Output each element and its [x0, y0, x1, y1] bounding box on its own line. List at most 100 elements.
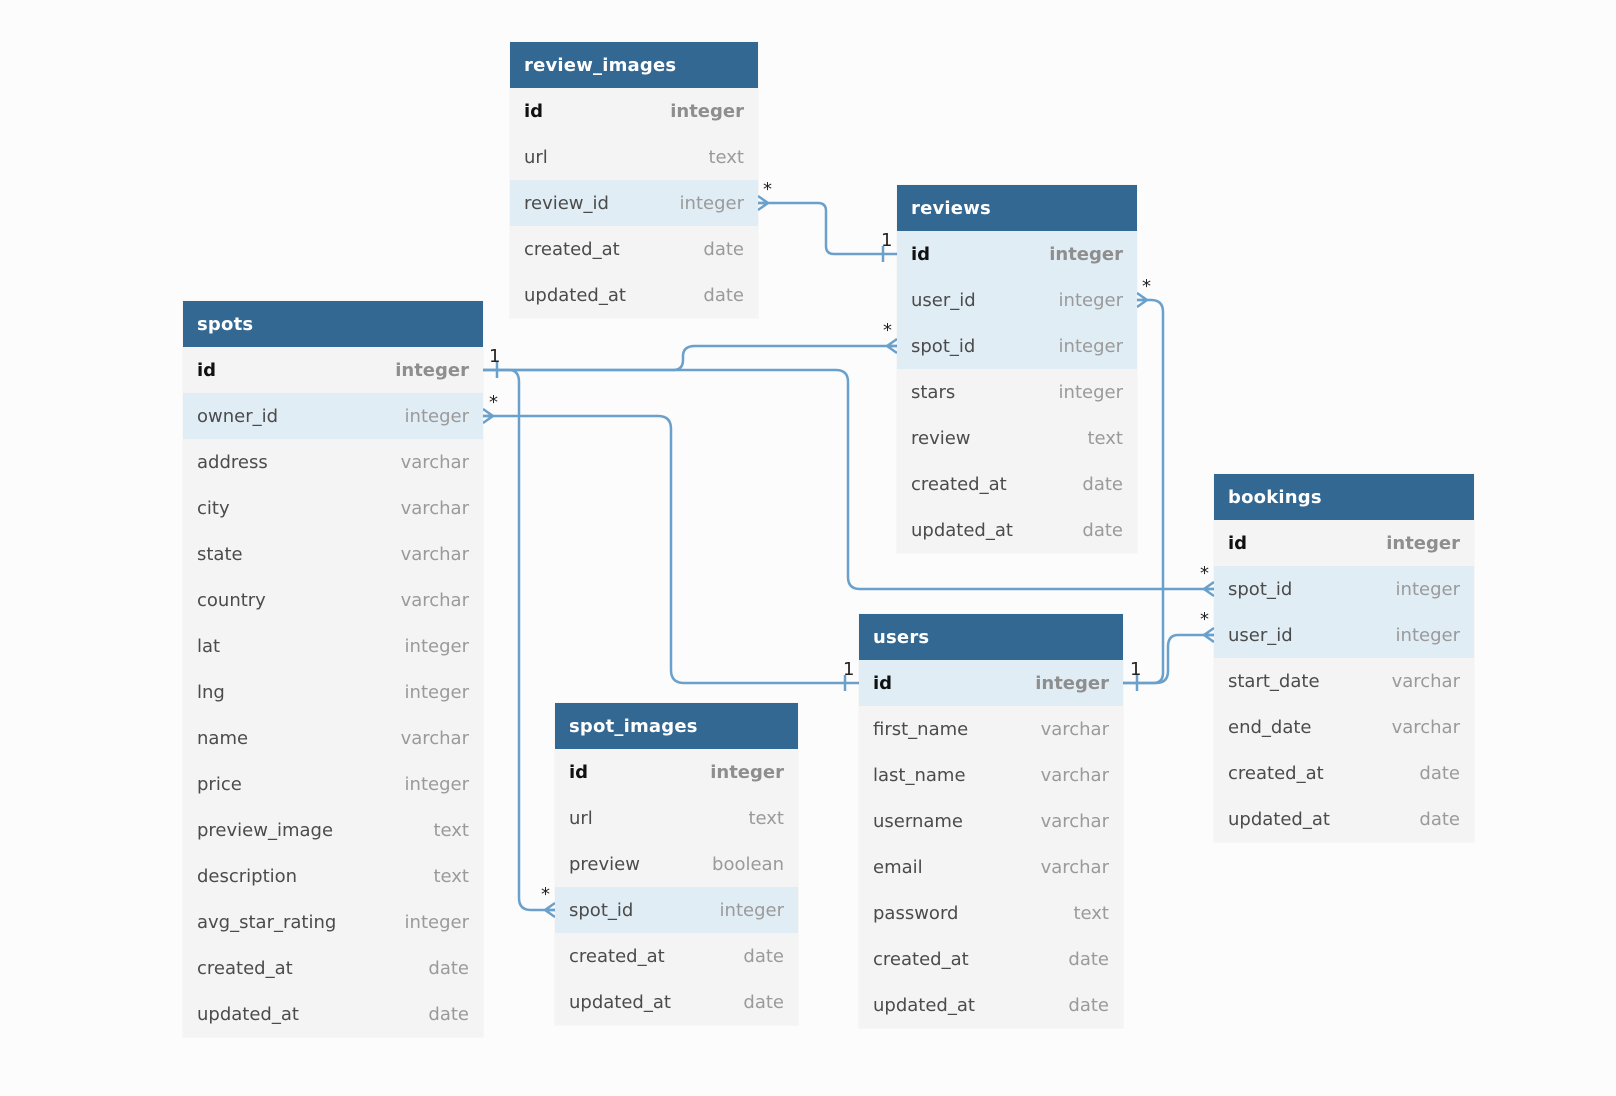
column-type: date — [1082, 519, 1123, 541]
column-name: review — [911, 427, 971, 449]
column-name: review_id — [524, 192, 609, 214]
table-header[interactable]: bookings — [1214, 474, 1474, 520]
cardinality-label: 1 — [881, 230, 892, 251]
column-type: varchar — [400, 497, 469, 519]
table-header[interactable]: spot_images — [555, 703, 798, 749]
column-row-updated-at[interactable]: updated_at date — [183, 991, 483, 1037]
column-type: integer — [1395, 578, 1460, 600]
column-name: price — [197, 773, 242, 795]
table-header[interactable]: review_images — [510, 42, 758, 88]
relation-line — [483, 368, 555, 912]
column-name: id — [873, 672, 893, 694]
many-marker — [542, 901, 556, 919]
column-name: country — [197, 589, 266, 611]
column-type: varchar — [1391, 716, 1460, 738]
cardinality-label: * — [541, 884, 550, 905]
cardinality-label: * — [1200, 609, 1209, 630]
column-name: created_at — [569, 945, 665, 967]
column-row-price[interactable]: price integer — [183, 761, 483, 807]
cardinality-label: * — [1200, 563, 1209, 584]
table-header[interactable]: reviews — [897, 185, 1137, 231]
many-marker — [884, 337, 898, 355]
column-name: user_id — [1228, 624, 1293, 646]
column-type: text — [433, 819, 469, 841]
column-row-id[interactable]: id integer — [1214, 520, 1474, 566]
column-type: date — [428, 1003, 469, 1025]
table-header[interactable]: users — [859, 614, 1123, 660]
column-name: spot_id — [1228, 578, 1293, 600]
column-type: varchar — [1040, 718, 1109, 740]
column-name: updated_at — [197, 1003, 299, 1025]
column-name: lat — [197, 635, 221, 657]
column-name: id — [1228, 532, 1248, 554]
column-type: integer — [404, 911, 469, 933]
column-type: integer — [404, 773, 469, 795]
column-type: varchar — [1040, 764, 1109, 786]
column-name: name — [197, 727, 249, 749]
column-type: date — [703, 238, 744, 260]
column-type: integer — [1058, 381, 1123, 403]
table-header[interactable]: spots — [183, 301, 483, 347]
column-name: id — [911, 243, 931, 265]
column-type: varchar — [1040, 856, 1109, 878]
column-type: integer — [1386, 532, 1460, 554]
column-name: state — [197, 543, 243, 565]
cardinality-label: 1 — [1130, 659, 1141, 680]
column-row-review-id[interactable]: review_id integer — [510, 180, 758, 226]
column-row-spot-id[interactable]: spot_id integer — [1214, 566, 1474, 612]
cardinality-label: * — [883, 320, 892, 341]
column-type: text — [1073, 902, 1109, 924]
column-type: integer — [679, 192, 744, 214]
